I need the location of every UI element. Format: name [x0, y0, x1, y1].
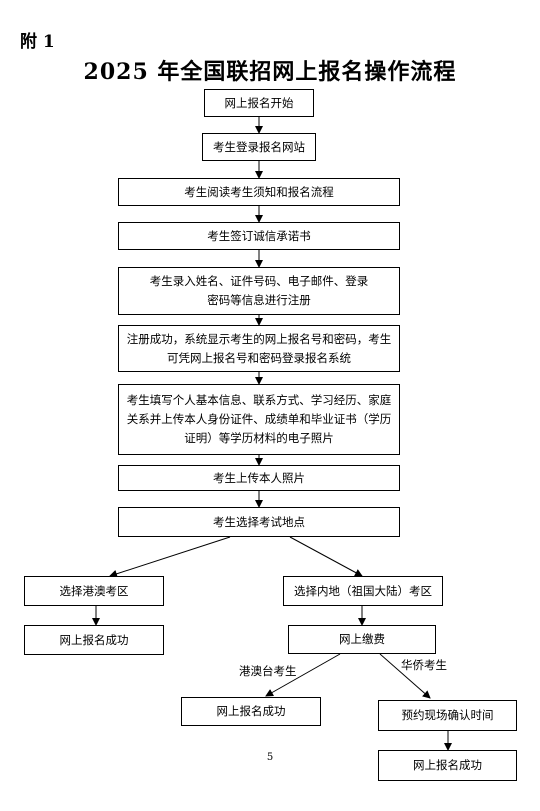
step-choose-site: 考生选择考试地点: [118, 507, 400, 537]
step-login: 考生登录报名网站: [202, 133, 316, 161]
step-hmt-success: 网上报名成功: [181, 697, 321, 726]
step-fill-info: 考生填写个人基本信息、联系方式、学习经历、家庭关系并上传本人身份证件、成绩单和毕…: [118, 384, 400, 455]
label-overseas-chinese: 华侨考生: [401, 658, 447, 672]
step-hk-macau-area: 选择港澳考区: [24, 576, 164, 606]
step-final-success: 网上报名成功: [378, 750, 517, 781]
arrow-pay-to-schedule: [379, 653, 431, 699]
step-hk-success: 网上报名成功: [24, 625, 164, 655]
step-enter-info: 考生录入姓名、证件号码、电子邮件、登录密码等信息进行注册: [118, 267, 400, 315]
step-start: 网上报名开始: [204, 89, 314, 117]
step-schedule: 预约现场确认时间: [378, 700, 517, 731]
step-pledge: 考生签订诚信承诺书: [118, 222, 400, 250]
arrow-pay-to-hmt-success: [265, 653, 341, 697]
annex-label: 附 1: [20, 32, 55, 52]
page-number: 5: [266, 752, 274, 763]
step-pay: 网上缴费: [288, 625, 436, 654]
arrow-choose-to-mainland: [289, 536, 363, 577]
step-read: 考生阅读考生须知和报名流程: [118, 178, 400, 206]
arrow-choose-to-hk: [109, 536, 231, 578]
label-hmt-candidates: 港澳台考生: [239, 664, 297, 678]
step-registered: 注册成功，系统显示考生的网上报名号和密码，考生可凭网上报名号和密码登录报名系统: [118, 325, 400, 372]
page-title: 2025 年全国联招网上报名操作流程: [83, 59, 457, 85]
step-mainland-area: 选择内地（祖国大陆）考区: [283, 576, 443, 606]
step-upload-photo: 考生上传本人照片: [118, 465, 400, 491]
